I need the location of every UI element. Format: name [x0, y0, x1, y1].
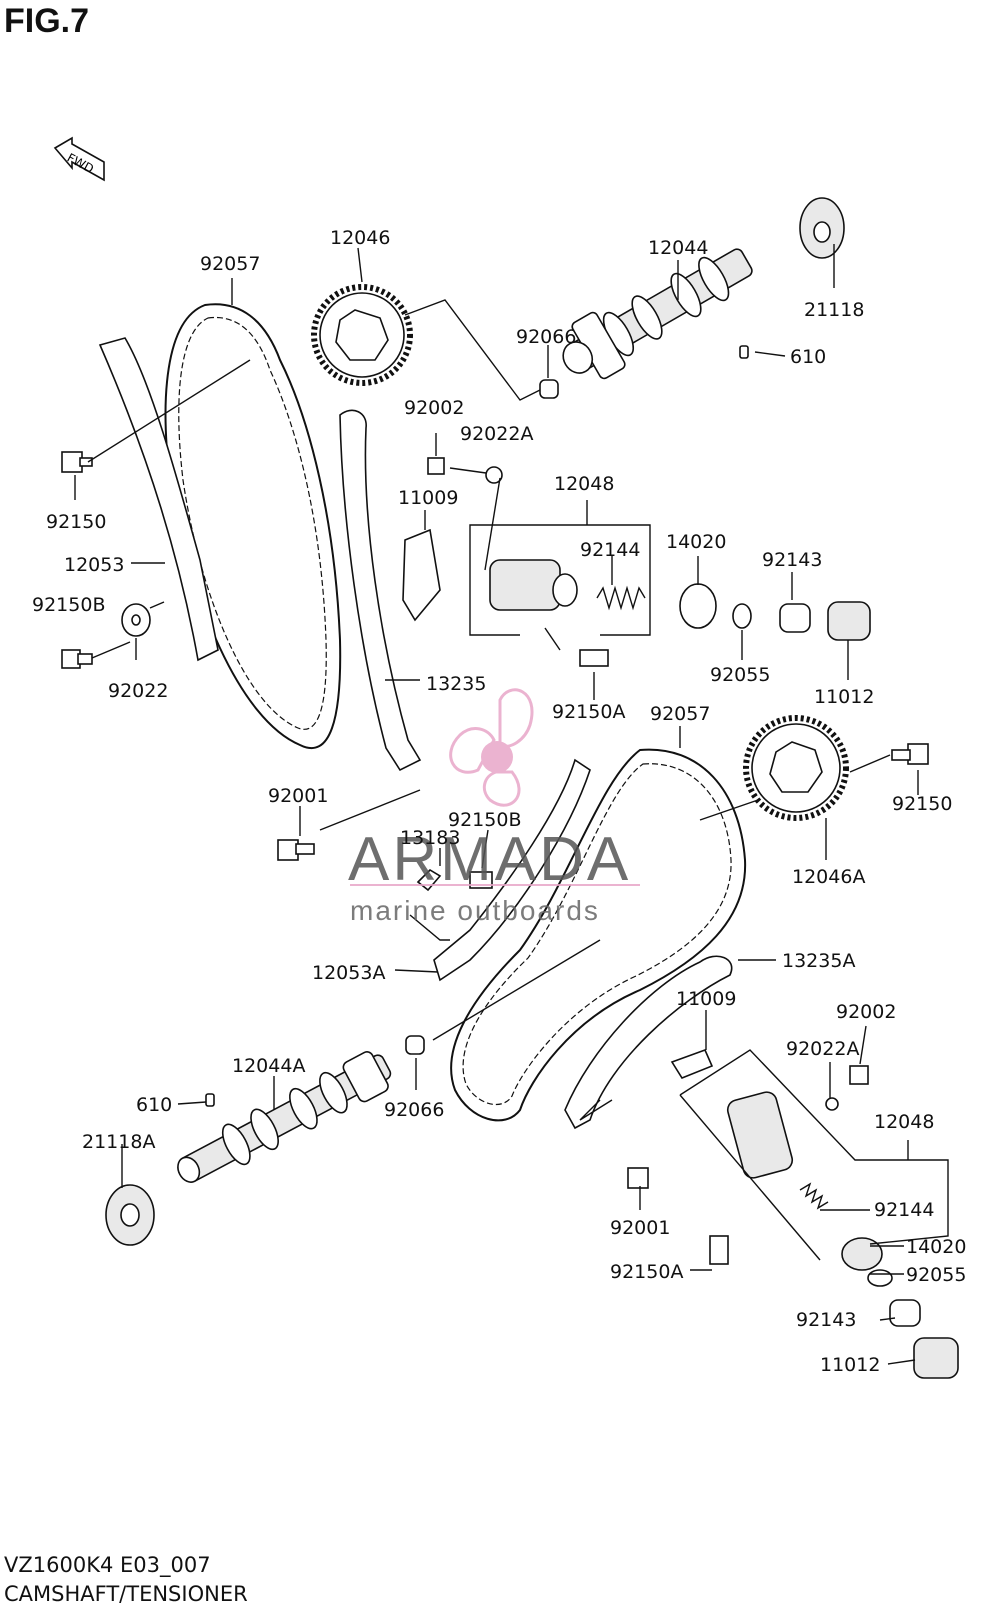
leader-lines [74, 244, 949, 1365]
part-label: 92057 [200, 253, 260, 275]
tensioner-guide-top [339, 409, 422, 772]
plug-top [539, 379, 559, 399]
watermark-brand: ARMADA [348, 825, 631, 894]
model-code: VZ1600K4 E03_007 [4, 1553, 211, 1577]
part-label: 12053A [312, 962, 385, 984]
gasket-top [402, 528, 441, 622]
part-label: 92144 [874, 1199, 934, 1221]
part-label: 92066 [516, 326, 576, 348]
camshaft-plate-bottom [105, 1184, 155, 1246]
chain-guide-top [98, 337, 219, 662]
part-label: 21118A [82, 1131, 155, 1153]
bolt-92001-bottom [627, 1167, 649, 1189]
part-label: 11009 [676, 988, 736, 1010]
part-label: 92143 [796, 1309, 856, 1331]
part-label: 12053 [64, 554, 124, 576]
part-label: 12046 [330, 227, 390, 249]
part-label: 92022A [460, 423, 533, 445]
part-label: 12048 [874, 1111, 934, 1133]
gasket-bottom [670, 1048, 714, 1079]
part-label: 92066 [384, 1099, 444, 1121]
bolt-92002-top [427, 457, 445, 475]
cam-chain-top [164, 303, 342, 750]
part-label: 13235 [426, 673, 486, 695]
part-label: 92002 [836, 1001, 896, 1023]
part-label: 92143 [762, 549, 822, 571]
section-name: CAMSHAFT/TENSIONER [4, 1582, 248, 1606]
collar-bottom [889, 1299, 921, 1327]
bolt-92002-bottom [849, 1065, 869, 1085]
camshaft-top [562, 248, 753, 380]
dowel-pin-top [739, 345, 749, 359]
part-label: 13235A [782, 950, 855, 972]
bolt-92150A-bottom [709, 1235, 729, 1265]
bolt-92150-right [891, 743, 929, 765]
part-label: 92144 [580, 539, 640, 561]
part-label: 12048 [554, 473, 614, 495]
washer-92022A-bottom [825, 1097, 839, 1111]
spring-bottom [799, 1182, 829, 1210]
oring-top [732, 603, 752, 629]
part-label: 92150B [448, 809, 521, 831]
part-label: 12044A [232, 1055, 305, 1077]
part-label: 11012 [820, 1354, 880, 1376]
part-label: 11012 [814, 686, 874, 708]
part-label: 92150A [552, 701, 625, 723]
part-label: 92002 [404, 397, 464, 419]
bolt-92150A-top [579, 649, 609, 667]
part-labels: 12046 92057 12044 21118 92066 610 92002 … [32, 227, 966, 1376]
collar-top [779, 603, 811, 633]
tensioner-body-bottom [726, 1091, 794, 1179]
propeller-icon [449, 688, 534, 807]
cap-top [827, 601, 871, 641]
bolt-92150B-top [61, 649, 93, 669]
chain-guide-bottom [433, 758, 591, 982]
part-label: 92150A [610, 1261, 683, 1283]
part-label: 92022A [786, 1038, 859, 1060]
figure-title: FIG.7 [4, 2, 90, 40]
oring-bottom [867, 1269, 893, 1287]
part-label: 610 [790, 346, 826, 368]
part-label: 92022 [108, 680, 168, 702]
part-label: 14020 [906, 1236, 966, 1258]
part-label: 92055 [906, 1264, 966, 1286]
part-label: 11009 [398, 487, 458, 509]
part-label: 13183 [400, 827, 460, 849]
part-label: 92150 [46, 511, 106, 533]
camshaft-plate-top [799, 197, 845, 259]
dowel-pin-bottom [205, 1093, 215, 1107]
cam-sprocket-top [311, 284, 413, 386]
ring-top [679, 583, 717, 629]
armada-watermark: ARMADA marine outboards [348, 688, 640, 926]
forward-direction-arrow: FWD [53, 136, 105, 182]
spring-top [596, 585, 646, 611]
part-label: 92057 [650, 703, 710, 725]
part-label: 610 [136, 1094, 172, 1116]
cap-bottom [913, 1337, 959, 1379]
tensioner-body-top [489, 559, 578, 611]
watermark-tagline: marine outboards [350, 895, 600, 926]
cam-sprocket-bottom [743, 715, 849, 821]
camshaft-bottom [177, 1051, 392, 1183]
cam-chain-bottom [450, 748, 747, 1122]
tensioner-guide-bottom [564, 955, 733, 1130]
part-label: 12046A [792, 866, 865, 888]
part-label: 92001 [268, 785, 328, 807]
part-label: 92001 [610, 1217, 670, 1239]
bolt-92001-top [277, 839, 315, 861]
washer-92022A-top [485, 466, 503, 484]
part-label: 92150B [32, 594, 105, 616]
plug-bottom [405, 1035, 425, 1055]
part-label: 14020 [666, 531, 726, 553]
part-label: 21118 [804, 299, 864, 321]
part-label: 92150 [892, 793, 952, 815]
part-label: 12044 [648, 237, 708, 259]
bolt-92150-top [61, 451, 93, 473]
part-label: 92055 [710, 664, 770, 686]
